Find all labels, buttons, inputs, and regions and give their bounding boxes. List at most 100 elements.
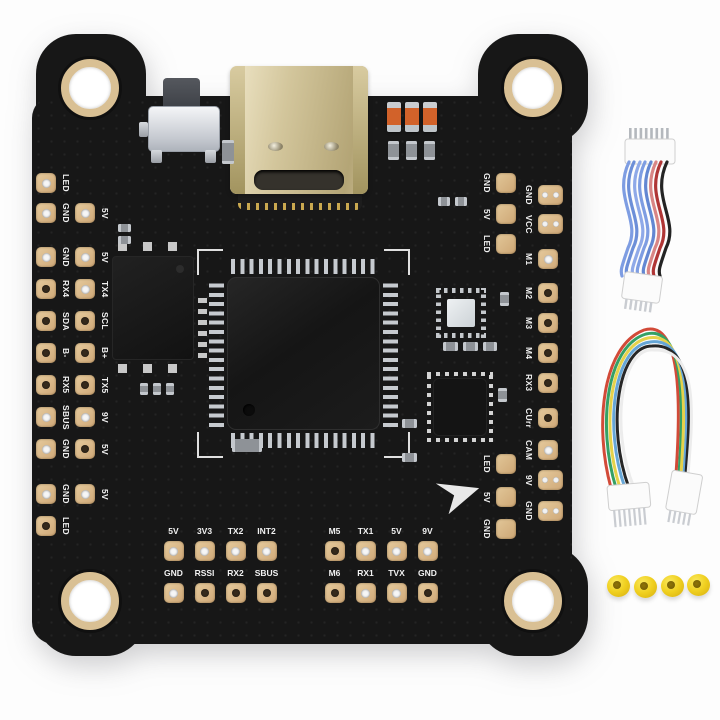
capacitor xyxy=(232,439,262,452)
resistor xyxy=(118,236,131,244)
pad-row: RX4 TX4 xyxy=(36,279,112,299)
pad-row: GND xyxy=(521,501,563,521)
pad-label: TX5 xyxy=(100,376,110,394)
capacitor xyxy=(388,141,399,160)
usb-rivet xyxy=(268,142,283,151)
pad-label: 5V xyxy=(100,251,110,263)
switch-leg xyxy=(151,150,162,163)
usb-flange xyxy=(230,66,245,194)
pad-row: GND xyxy=(479,173,516,193)
pad-label: RX3 xyxy=(524,374,534,392)
direction-arrow-icon xyxy=(436,483,480,514)
solder-pad xyxy=(75,343,95,363)
pad-row: 5V xyxy=(479,204,516,224)
pad-row: GND xyxy=(479,519,516,539)
pad-label: INT2 xyxy=(257,526,276,536)
solder-pad xyxy=(256,583,277,603)
pad-label: 5V xyxy=(482,491,492,503)
solder-pad xyxy=(496,487,516,507)
solder-pad xyxy=(75,407,95,427)
pad-label: SBUS xyxy=(61,404,71,430)
pad-row: 5V xyxy=(479,487,516,507)
jst-cable-8pin xyxy=(619,128,676,313)
solder-pad xyxy=(163,583,184,603)
pad-label: RX1 xyxy=(357,568,374,578)
mcu-pins xyxy=(231,433,377,448)
mcu-pins xyxy=(383,281,398,427)
resistor xyxy=(455,197,467,206)
solder-pad xyxy=(417,541,438,561)
gyro-lid xyxy=(447,299,475,327)
solder-pad xyxy=(538,501,563,521)
pad-label: LED xyxy=(482,455,492,473)
pad-label: RSSI xyxy=(194,568,215,578)
solder-pad xyxy=(75,247,95,267)
solder-pad xyxy=(75,311,95,331)
pin1-dot xyxy=(243,404,255,416)
solder-pad xyxy=(75,439,95,459)
solder-pad xyxy=(75,375,95,395)
mounting-hole xyxy=(504,59,562,117)
resistor xyxy=(463,342,478,351)
pad-label: 9V xyxy=(524,474,534,486)
solder-pad xyxy=(538,408,558,428)
resistor xyxy=(140,383,148,395)
switch-leg xyxy=(205,150,216,163)
grommet-hole xyxy=(667,581,675,589)
silkscreen-bracket xyxy=(384,249,410,275)
rubber-grommet xyxy=(634,576,657,598)
capacitor xyxy=(498,388,507,402)
solder-pad xyxy=(386,583,407,603)
gyro-chip xyxy=(436,288,486,338)
solder-pad xyxy=(163,541,184,561)
solder-pad xyxy=(538,343,558,363)
capacitor xyxy=(500,292,509,306)
usb-c-opening xyxy=(254,170,344,190)
pin1-dot xyxy=(176,265,184,273)
pad-label: RX2 xyxy=(227,568,244,578)
pad-row: RX3 xyxy=(521,373,558,393)
pad-label: M3 xyxy=(524,316,534,330)
pad-label: RX5 xyxy=(61,376,71,394)
solder-pad xyxy=(225,541,246,561)
pad-label: TX4 xyxy=(100,280,110,298)
chip-pads xyxy=(198,292,207,358)
pad-label: M1 xyxy=(524,252,534,266)
rubber-grommet xyxy=(661,575,684,597)
pad-row: CAM xyxy=(521,440,558,460)
pad-label: CUrr xyxy=(524,407,534,429)
pad-label: GND xyxy=(61,484,71,504)
silkscreen-bracket xyxy=(384,432,410,458)
solder-pad xyxy=(36,516,56,536)
solder-pad xyxy=(538,470,563,490)
solder-pad xyxy=(256,541,277,561)
pad-label: GND xyxy=(164,568,183,578)
pad-label: RX4 xyxy=(61,280,71,298)
usb-solder-base xyxy=(238,192,362,210)
usb-flange xyxy=(353,66,368,194)
pad-label: B- xyxy=(61,348,71,358)
pad-row: M4 xyxy=(521,343,558,363)
solder-pad xyxy=(36,375,56,395)
pad-label: 5V xyxy=(100,443,110,455)
solder-pad xyxy=(75,279,95,299)
pad-label: 5V xyxy=(482,208,492,220)
silkscreen-bracket xyxy=(197,432,223,458)
pad-label: GND xyxy=(482,519,492,539)
pad-row: B- B+ xyxy=(36,343,112,363)
chip-pads xyxy=(118,242,180,251)
rubber-grommet xyxy=(607,575,630,597)
solder-pad xyxy=(496,454,516,474)
bottom-pad-group-left: 5V 3V3 TX2 INT2 GND RSSI RX2 SBUS xyxy=(158,524,282,603)
grommet-hole xyxy=(693,580,701,588)
boot-switch xyxy=(148,106,220,152)
pad-row: M2 xyxy=(521,283,558,303)
resistor xyxy=(402,453,417,462)
resistor xyxy=(483,342,497,351)
jst-connector-bottom xyxy=(621,271,663,313)
pad-label: GND xyxy=(61,439,71,459)
resistor xyxy=(118,224,131,232)
resistor xyxy=(438,197,450,206)
pad-label: 5V xyxy=(391,526,402,536)
